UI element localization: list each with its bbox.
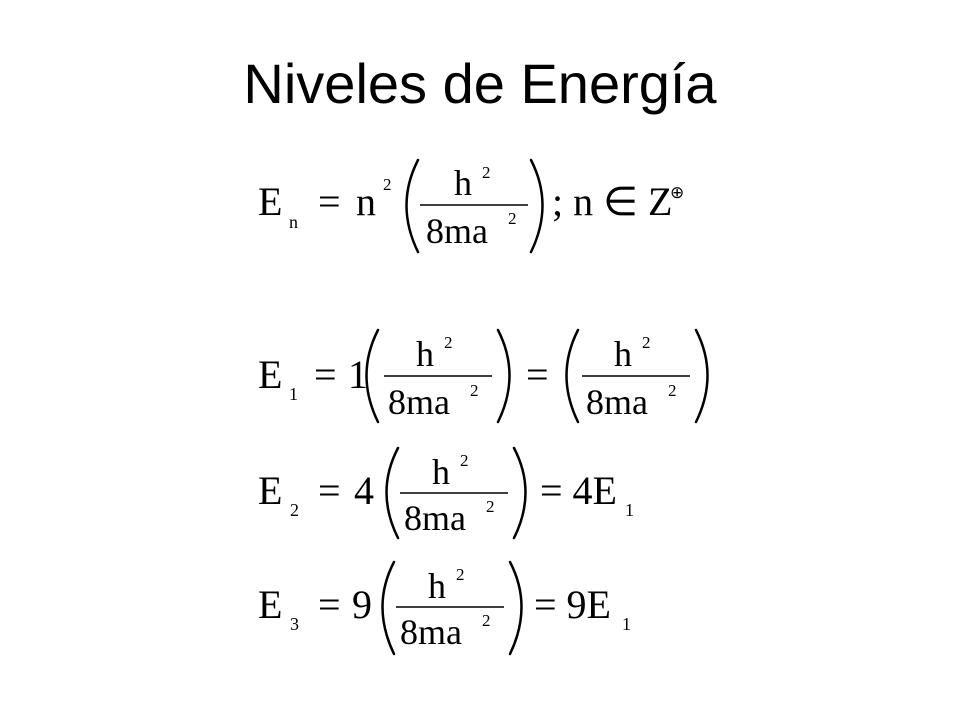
e1-denominator-2-exponent: 2 — [668, 381, 677, 400]
general-lhs: E — [258, 179, 282, 224]
e3-denominator: 8ma — [400, 612, 462, 652]
e3-left-paren — [381, 560, 396, 656]
e3-right-paren — [508, 560, 523, 656]
e2-denominator: 8ma — [404, 498, 466, 538]
general-denominator: 8ma — [426, 211, 488, 251]
general-tail: ; n ∈ Z — [552, 179, 672, 224]
e2-denominator-exponent: 2 — [486, 497, 495, 516]
energy-level-1: E 1 = 1 h 2 8ma 2 = h 2 8ma 2 — [258, 328, 709, 424]
general-tail-superscript: ⊕ — [670, 183, 684, 202]
e2-left-paren — [385, 446, 400, 540]
e3-result: = 9E — [534, 582, 611, 627]
e2-numerator: h — [432, 452, 450, 492]
e1-lhs-subscript: 1 — [289, 384, 298, 404]
e2-lhs-subscript: 2 — [290, 500, 299, 520]
general-coefficient: n — [356, 179, 376, 224]
e3-coefficient: 9 — [352, 582, 372, 627]
general-equals: = — [318, 179, 341, 224]
general-lhs-subscript: n — [289, 212, 298, 232]
general-coefficient-exponent: 2 — [383, 175, 392, 194]
energy-level-2: E 2 = 4 h 2 8ma 2 = 4E 1 — [258, 446, 634, 540]
e2-right-paren — [512, 446, 527, 540]
general-numerator-exponent: 2 — [482, 163, 491, 182]
general-denominator-exponent: 2 — [508, 209, 517, 228]
e1-right-paren — [496, 328, 511, 424]
e3-equals: = — [318, 582, 341, 627]
e3-numerator-exponent: 2 — [456, 565, 465, 584]
e2-lhs: E — [258, 468, 282, 513]
e3-lhs-subscript: 3 — [290, 614, 299, 634]
e1-coefficient: 1 — [348, 352, 368, 397]
e2-coefficient: 4 — [354, 468, 374, 513]
e1-right-paren-2 — [694, 328, 709, 424]
e1-numerator-exponent: 2 — [444, 333, 453, 352]
e1-equals: = — [314, 352, 337, 397]
e1-equals-2: = — [526, 352, 549, 397]
e3-denominator-exponent: 2 — [482, 611, 491, 630]
e2-equals: = — [318, 468, 341, 513]
e1-numerator: h — [416, 334, 434, 374]
e1-left-paren — [365, 328, 380, 424]
e3-lhs: E — [258, 582, 282, 627]
general-equation: E n = n 2 h 2 8ma 2 ; n ∈ Z ⊕ — [258, 158, 684, 254]
e1-numerator-2: h — [614, 334, 632, 374]
general-left-paren — [405, 158, 420, 254]
e1-left-paren-2 — [565, 328, 580, 424]
e1-numerator-2-exponent: 2 — [642, 333, 651, 352]
e2-result-subscript: 1 — [625, 500, 634, 520]
e1-denominator: 8ma — [388, 382, 450, 422]
slide-title: Niveles de Energía — [243, 52, 717, 115]
general-numerator: h — [454, 163, 472, 203]
energy-level-3: E 3 = 9 h 2 8ma 2 = 9E 1 — [258, 560, 631, 656]
e2-result: = 4E — [540, 468, 617, 513]
e2-numerator-exponent: 2 — [460, 451, 469, 470]
e3-result-subscript: 1 — [622, 614, 631, 634]
e1-lhs: E — [258, 352, 282, 397]
e1-denominator-2: 8ma — [586, 382, 648, 422]
e3-numerator: h — [428, 566, 446, 606]
general-right-paren — [529, 158, 544, 254]
e1-denominator-exponent: 2 — [470, 381, 479, 400]
